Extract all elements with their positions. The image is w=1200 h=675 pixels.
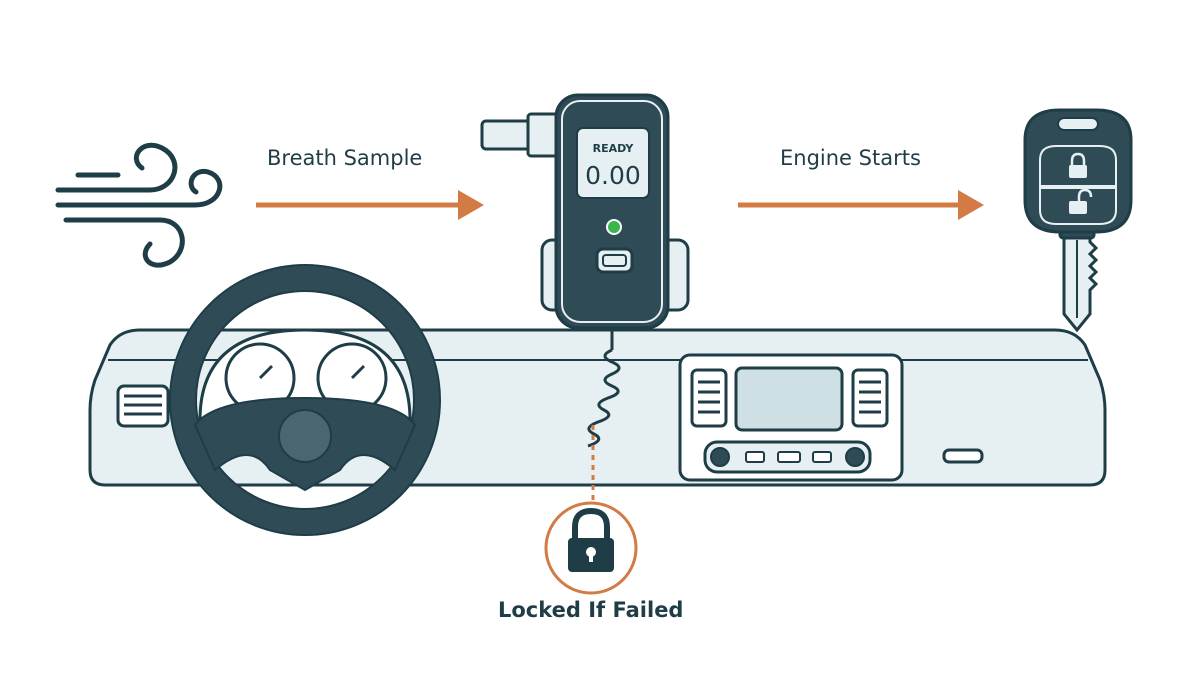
console-left-vent — [690, 368, 728, 428]
status-led — [606, 219, 622, 235]
engine-starts-label: Engine Starts — [780, 146, 921, 170]
device-status-text: READY — [593, 142, 635, 155]
steering-wheel — [169, 264, 441, 536]
car-key-icon — [1023, 108, 1133, 333]
fob-unlock-icon — [1069, 188, 1093, 214]
radio-knob-right — [845, 447, 865, 467]
breathalyzer-device — [480, 93, 690, 330]
center-console — [678, 353, 904, 482]
padlock-icon — [544, 501, 638, 595]
infotainment-screen — [734, 366, 844, 432]
radio-knob-left — [710, 447, 730, 467]
wind-icon — [55, 143, 223, 268]
fob-lock-icon — [1069, 152, 1087, 178]
coiled-cord — [587, 328, 621, 448]
arrow-breath-to-device — [256, 190, 484, 220]
device-reading-text: 0.00 — [585, 161, 641, 190]
key-ring-slot — [1057, 117, 1099, 131]
mouthpiece — [480, 119, 532, 151]
left-air-vent — [116, 384, 170, 428]
console-right-vent — [851, 368, 889, 428]
instrument-cluster — [198, 328, 412, 422]
device-screen — [576, 127, 650, 199]
arrow-device-to-key — [738, 190, 984, 220]
locked-if-failed-label: Locked If Failed — [498, 598, 684, 622]
dashboard — [88, 264, 1107, 536]
breath-sample-label: Breath Sample — [267, 146, 423, 170]
right-dash-slot — [942, 448, 984, 464]
